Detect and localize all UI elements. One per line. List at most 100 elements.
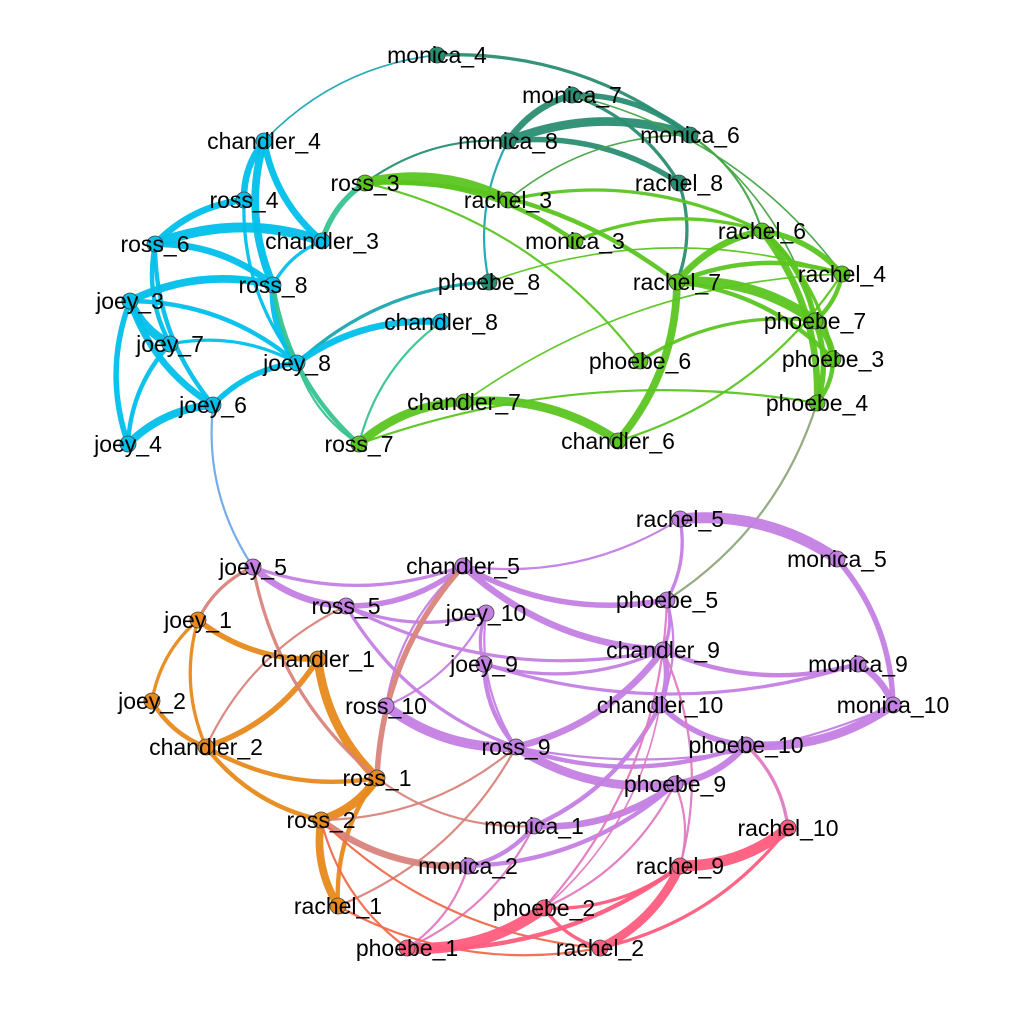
- node-rachel_2[interactable]: [591, 939, 609, 957]
- node-rachel_3[interactable]: [499, 191, 517, 209]
- node-rachel_7[interactable]: [668, 273, 686, 291]
- node-joey_5[interactable]: [244, 558, 262, 576]
- node-label-monica_8: monica_8: [458, 128, 558, 154]
- edge-ross_5-chandler_9: [344, 604, 665, 663]
- node-rachel_4[interactable]: [833, 265, 851, 283]
- node-phoebe_10[interactable]: [737, 736, 755, 754]
- node-monica_6[interactable]: [681, 126, 699, 144]
- node-ross_5[interactable]: [337, 597, 355, 615]
- node-monica_5[interactable]: [828, 550, 846, 568]
- node-phoebe_1[interactable]: [398, 939, 416, 957]
- node-monica_8[interactable]: [499, 132, 517, 150]
- node-label-ross_5: ross_5: [311, 593, 380, 619]
- node-label-ross_7: ross_7: [324, 431, 393, 457]
- edge-monica_8-rachel_8: [505, 136, 682, 186]
- node-phoebe_3[interactable]: [824, 350, 842, 368]
- node-ross_7[interactable]: [350, 435, 368, 453]
- edge-chandler_10-phoebe_2: [543, 704, 661, 909]
- node-label-joey_2: joey_2: [117, 688, 186, 714]
- node-chandler_9[interactable]: [654, 641, 672, 659]
- node-label-joey_9: joey_9: [449, 651, 518, 677]
- node-ross_9[interactable]: [507, 738, 525, 756]
- node-joey_4[interactable]: [119, 435, 137, 453]
- node-chandler_5[interactable]: [454, 557, 472, 575]
- node-phoebe_7[interactable]: [806, 312, 824, 330]
- node-joey_1[interactable]: [189, 611, 207, 629]
- node-monica_10[interactable]: [884, 696, 902, 714]
- edge-ross_5-chandler_5: [343, 563, 466, 609]
- node-joey_8[interactable]: [288, 354, 306, 372]
- node-chandler_8[interactable]: [432, 313, 450, 331]
- node-label-rachel_5: rachel_5: [636, 506, 724, 532]
- nodes-layer: [119, 46, 902, 957]
- node-ross_2[interactable]: [312, 811, 330, 829]
- node-label-chandler_2: chandler_2: [149, 734, 263, 760]
- node-chandler_1[interactable]: [309, 650, 327, 668]
- node-ross_1[interactable]: [368, 769, 386, 787]
- node-monica_9[interactable]: [849, 655, 867, 673]
- edge-rachel_7-phoebe_7: [672, 276, 820, 326]
- edge-ross_1-monica_1: [375, 776, 536, 828]
- node-ross_4[interactable]: [235, 191, 253, 209]
- edge-ross_8-ross_7: [270, 282, 362, 447]
- node-label-joey_4: joey_4: [93, 431, 162, 457]
- node-ross_10[interactable]: [377, 697, 395, 715]
- node-chandler_3[interactable]: [313, 232, 331, 250]
- node-rachel_6[interactable]: [753, 222, 771, 240]
- node-label-chandler_6: chandler_6: [561, 428, 675, 454]
- edge-chandler_5-chandler_9: [459, 562, 667, 654]
- node-rachel_10[interactable]: [779, 819, 797, 837]
- node-label-chandler_9: chandler_9: [606, 637, 720, 663]
- node-rachel_1[interactable]: [329, 897, 347, 915]
- edge-joey_7-joey_8: [168, 338, 299, 365]
- node-label-ross_1: ross_1: [342, 765, 411, 791]
- node-joey_3[interactable]: [121, 292, 139, 310]
- node-phoebe_6[interactable]: [631, 352, 649, 370]
- edge-joey_3-joey_6: [126, 297, 217, 409]
- node-chandler_10[interactable]: [651, 696, 669, 714]
- node-phoebe_5[interactable]: [658, 591, 676, 609]
- edge-chandler_1-chandler_2: [203, 656, 321, 750]
- node-rachel_5[interactable]: [671, 510, 689, 528]
- node-joey_9[interactable]: [475, 655, 493, 673]
- node-joey_7[interactable]: [161, 335, 179, 353]
- node-ross_8[interactable]: [264, 276, 282, 294]
- node-joey_10[interactable]: [477, 604, 495, 622]
- edge-chandler_2-ross_2: [203, 744, 324, 823]
- node-monica_2[interactable]: [459, 857, 477, 875]
- node-label-ross_8: ross_8: [238, 272, 307, 298]
- node-chandler_4[interactable]: [255, 132, 273, 150]
- edge-phoebe_9-monica_2: [465, 781, 678, 869]
- node-monica_3[interactable]: [566, 232, 584, 250]
- node-label-ross_9: ross_9: [481, 734, 550, 760]
- node-label-monica_10: monica_10: [837, 692, 950, 718]
- node-ross_6[interactable]: [146, 235, 164, 253]
- node-monica_1[interactable]: [525, 817, 543, 835]
- node-rachel_8[interactable]: [670, 174, 688, 192]
- node-monica_4[interactable]: [428, 46, 446, 64]
- node-monica_7[interactable]: [563, 86, 581, 104]
- node-chandler_7[interactable]: [455, 393, 473, 411]
- node-chandler_6[interactable]: [609, 432, 627, 450]
- node-phoebe_9[interactable]: [666, 775, 684, 793]
- node-ross_3[interactable]: [356, 174, 374, 192]
- node-phoebe_2[interactable]: [535, 899, 553, 917]
- edge-joey_3-joey_8: [127, 298, 300, 366]
- node-phoebe_8[interactable]: [480, 273, 498, 291]
- node-label-rachel_1: rachel_1: [294, 893, 382, 919]
- edge-ross_6-ross_8: [151, 240, 277, 289]
- node-joey_6[interactable]: [204, 396, 222, 414]
- node-label-joey_7: joey_7: [135, 331, 204, 357]
- node-label-phoebe_8: phoebe_8: [438, 269, 540, 295]
- edge-chandler_5-phoebe_5: [460, 563, 670, 609]
- edge-monica_10-phoebe_10: [741, 700, 898, 751]
- edge-chandler_7-chandler_6: [459, 396, 623, 446]
- node-joey_2[interactable]: [143, 692, 161, 710]
- node-phoebe_4[interactable]: [808, 394, 826, 412]
- node-chandler_2[interactable]: [197, 738, 215, 756]
- node-rachel_9[interactable]: [671, 857, 689, 875]
- edge-joey_7-joey_4: [125, 341, 173, 447]
- node-label-rachel_9: rachel_9: [636, 853, 724, 879]
- edge-rachel_1-ross_9: [336, 745, 518, 908]
- edge-phoebe_2-rachel_9: [542, 864, 682, 910]
